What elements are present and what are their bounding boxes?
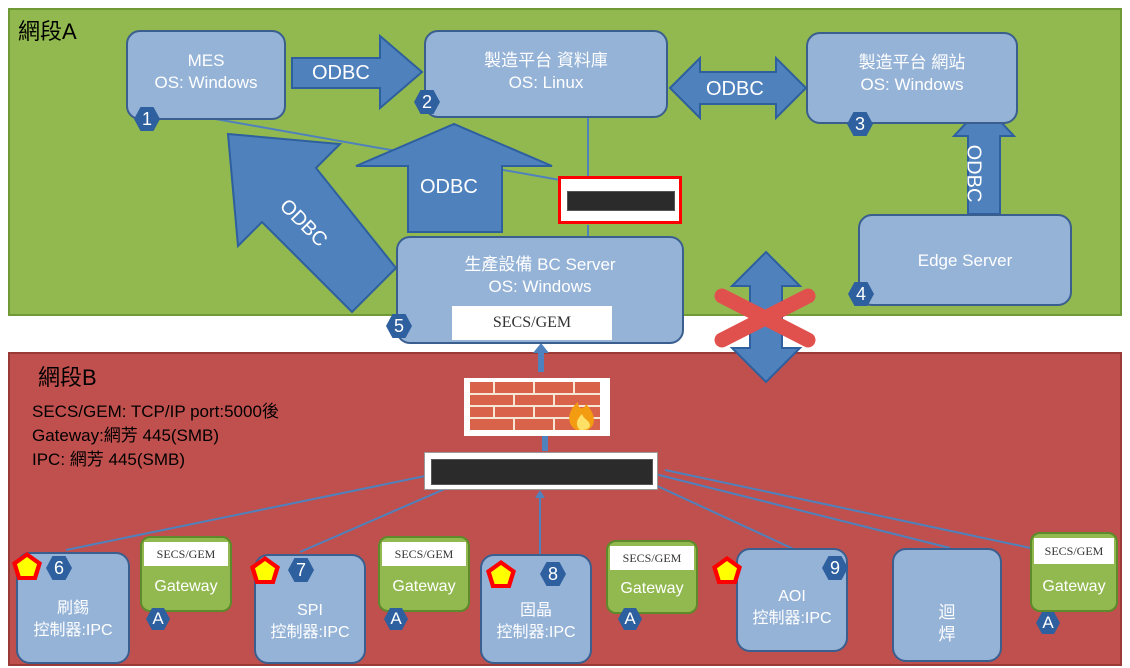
odbc-label-db-web: ODBC xyxy=(706,78,764,100)
bc-secs-gem-label: SECS/GEM xyxy=(452,306,612,340)
gateway-label: Gateway xyxy=(1042,578,1106,595)
gateway-secs-gem-label: SECS/GEM xyxy=(610,546,694,570)
web-title: 製造平台 網站 xyxy=(858,53,966,72)
badge-a: A xyxy=(146,608,170,630)
bc-title: 生產設備 BC Server xyxy=(464,255,616,274)
odbc-arrow-bc-db xyxy=(355,122,553,233)
gateway-box: SECS/GEM Gateway xyxy=(1030,532,1118,612)
db-title: 製造平台 資料庫 xyxy=(484,51,608,70)
badge-7: 7 xyxy=(288,558,314,582)
network-switch-b xyxy=(424,452,658,490)
badge-a: A xyxy=(618,608,642,630)
edge-server-box: Edge Server xyxy=(858,214,1072,306)
segment-a-label: 網段A xyxy=(18,19,77,44)
edge-title: Edge Server xyxy=(917,251,1013,270)
device-name: 固晶 xyxy=(519,602,552,619)
odbc-label-edge-web: ODBC xyxy=(962,144,985,203)
mes-server-box: MES OS: Windows xyxy=(126,30,286,120)
badge-a: A xyxy=(1036,612,1060,634)
device-controller: 控制器:IPC xyxy=(33,622,113,639)
gateway-label: Gateway xyxy=(392,578,456,595)
info-gateway: Gateway:網芳 445(SMB) xyxy=(32,426,220,445)
badge-2: 2 xyxy=(414,90,440,114)
gateway-label: Gateway xyxy=(154,578,218,595)
device-controller: 控制器:IPC xyxy=(496,624,576,641)
mes-os: OS: Windows xyxy=(154,73,258,92)
bc-os: OS: Windows xyxy=(488,277,592,296)
gateway-box: SECS/GEM Gateway xyxy=(378,536,470,612)
device-box-aoi: AOI 控制器:IPC xyxy=(736,548,848,652)
switch-icon xyxy=(431,459,653,485)
badge-5: 5 xyxy=(386,314,412,338)
gateway-secs-gem-label: SECS/GEM xyxy=(382,542,466,566)
arrow-up-small xyxy=(533,343,549,353)
mes-title: MES xyxy=(187,51,225,70)
odbc-label-bc-db: ODBC xyxy=(420,176,478,198)
web-os: OS: Windows xyxy=(860,75,964,94)
info-ipc: IPC: 網芳 445(SMB) xyxy=(32,450,186,469)
device-name: 迴 焊 xyxy=(938,603,956,644)
db-server-box: 製造平台 資料庫 OS: Linux xyxy=(424,30,668,118)
device-name: SPI xyxy=(297,602,323,619)
odbc-label-mes-db: ODBC xyxy=(312,62,370,84)
segment-b-label: 網段B xyxy=(38,365,97,390)
gateway-box: SECS/GEM Gateway xyxy=(606,540,698,614)
device-controller: 控制器:IPC xyxy=(752,610,832,627)
device-name: 刷錫 xyxy=(56,600,89,617)
blocked-cross-icon xyxy=(714,288,816,348)
info-secs-gem: SECS/GEM: TCP/IP port:5000後 xyxy=(32,402,279,421)
gateway-label: Gateway xyxy=(620,580,684,597)
web-server-box: 製造平台 網站 OS: Windows xyxy=(806,32,1018,124)
device-box-reflow: 迴 焊 xyxy=(892,548,1002,662)
firewall-icon xyxy=(464,378,610,436)
gateway-secs-gem-label: SECS/GEM xyxy=(1034,538,1114,564)
gateway-secs-gem-label: SECS/GEM xyxy=(144,542,228,566)
gateway-box: SECS/GEM Gateway xyxy=(140,536,232,612)
device-name: AOI xyxy=(778,588,806,605)
db-os: OS: Linux xyxy=(508,73,584,92)
odbc-arrow-mes-db xyxy=(291,33,424,111)
network-info: SECS/GEM: TCP/IP port:5000後 Gateway:網芳 4… xyxy=(32,400,279,472)
odbc-arrow-bc-mes xyxy=(226,132,398,314)
switch-icon xyxy=(567,191,675,211)
badge-a: A xyxy=(384,608,408,630)
network-switch-a xyxy=(558,176,682,224)
device-controller: 控制器:IPC xyxy=(270,624,350,641)
